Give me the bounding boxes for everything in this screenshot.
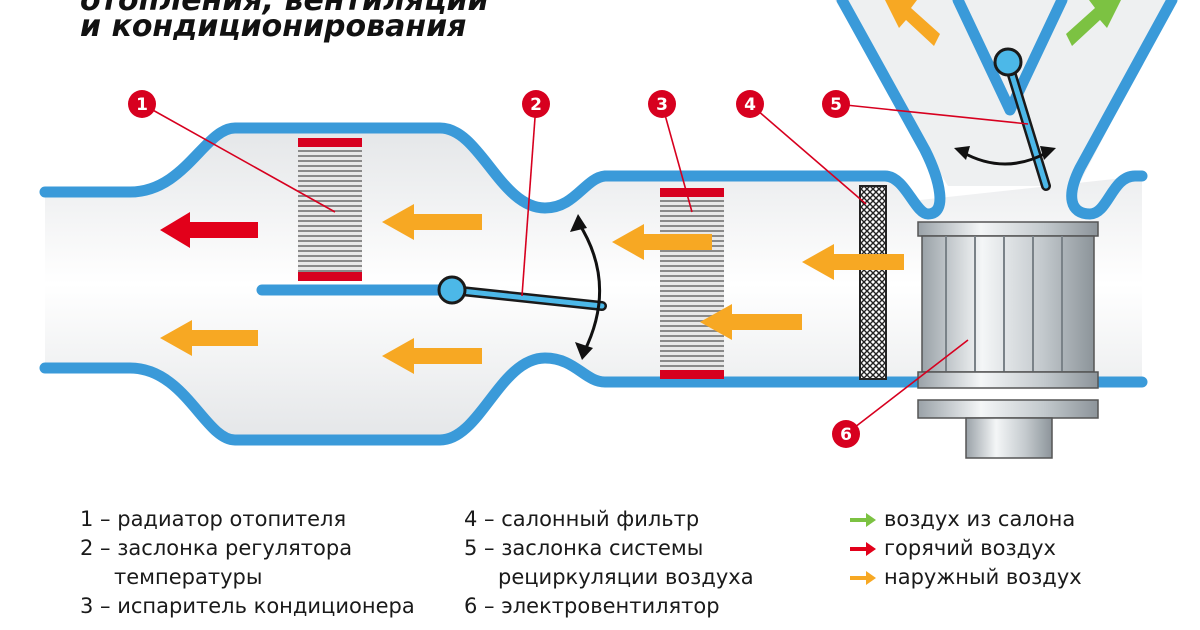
legend-text: температуры: [114, 565, 263, 589]
legend-mid: 4 – салонный фильтр 5 – заслонка системы…: [464, 505, 754, 621]
legend-item-6: 6 – электровентилятор: [464, 592, 754, 621]
diagram-title-line1: отопления, вентиляции: [80, 0, 489, 18]
svg-text:4: 4: [744, 95, 756, 115]
legend-num: 5 –: [464, 536, 495, 560]
marker-3: 3: [648, 90, 676, 118]
legend-text: рециркуляции воздуха: [498, 565, 754, 589]
flap-swing-arrow: [576, 221, 601, 353]
flap-swing-arrowheads: [570, 214, 593, 360]
cabin-filter: [859, 185, 887, 380]
marker-2: 2: [522, 90, 550, 118]
legend-item-2-cont: температуры: [80, 563, 415, 592]
inlet-right-wall: [1066, 0, 1178, 220]
diagram-title-line2: и кондиционирования: [80, 9, 467, 44]
legend-num: 1 –: [80, 507, 111, 531]
marker-4: 4: [736, 90, 764, 118]
outside-air-arrow: [700, 304, 802, 340]
duct-walls: [39, 0, 1178, 446]
hot-air-arrow: [160, 212, 258, 248]
svg-text:3: 3: [656, 95, 668, 115]
duct-bottom-wall: [39, 352, 1148, 446]
legend-text: заслонка системы: [501, 536, 704, 560]
arrow-legend-text: горячий воздух: [884, 536, 1056, 560]
legend-item-5: 5 – заслонка системы: [464, 534, 754, 563]
outside-air-arrow: [612, 224, 712, 260]
legend-num: 2 –: [80, 536, 111, 560]
legend-text: электровентилятор: [501, 594, 720, 618]
legend-num: 6 –: [464, 594, 495, 618]
marker-5: 5: [822, 90, 850, 118]
legend-text: салонный фильтр: [501, 507, 700, 531]
ac-evaporator: [660, 188, 724, 379]
svg-text:2: 2: [530, 95, 542, 115]
legend-num: 4 –: [464, 507, 495, 531]
electric-fan: [917, 221, 1099, 459]
svg-text:5: 5: [830, 95, 842, 115]
recirc-swing-arrow: [961, 150, 1049, 166]
duct-top-wall: [39, 0, 946, 220]
legend-text: испаритель кондиционера: [117, 594, 415, 618]
inlet-inner-wall: [952, 0, 1068, 116]
airflow-arrows: [160, 0, 1121, 374]
legend-num: 3 –: [80, 594, 111, 618]
arrow-legend-cabin: воздух из салона: [848, 505, 1082, 534]
temperature-flap: [437, 275, 607, 311]
red-arrow-icon: [850, 541, 876, 556]
outside-air-arrow: [382, 338, 482, 374]
outside-air-arrow: [382, 204, 482, 240]
arrow-legend: воздух из салона горячий воздух наружный…: [848, 505, 1082, 592]
outside-air-arrow: [802, 244, 904, 280]
svg-text:6: 6: [840, 425, 852, 445]
legend-text: радиатор отопителя: [117, 507, 347, 531]
legend-item-3: 3 – испаритель кондиционера: [80, 592, 415, 621]
arrow-legend-text: воздух из салона: [884, 507, 1076, 531]
legend-item-1: 1 – радиатор отопителя: [80, 505, 415, 534]
legend-left: 1 – радиатор отопителя 2 – заслонка регу…: [80, 505, 415, 621]
arrow-legend-text: наружный воздух: [884, 565, 1082, 589]
svg-text:1: 1: [136, 95, 148, 115]
outside-air-arrow: [160, 320, 258, 356]
outside-air-arrow: [885, 0, 940, 46]
green-arrow-icon: [850, 512, 876, 527]
legend-item-5-cont: рециркуляции воздуха: [464, 563, 754, 592]
legend-item-2: 2 – заслонка регулятора: [80, 534, 415, 563]
legend-item-4: 4 – салонный фильтр: [464, 505, 754, 534]
arrow-legend-hot: горячий воздух: [848, 534, 1082, 563]
marker-1: 1: [128, 90, 156, 118]
cabin-air-arrow: [1066, 0, 1121, 46]
legend-text: заслонка регулятора: [117, 536, 353, 560]
orange-arrow-icon: [850, 570, 876, 585]
recirc-swing-arrowheads: [954, 146, 1056, 160]
marker-6: 6: [832, 420, 860, 448]
leader-lines: [141, 103, 1029, 435]
arrow-legend-outside: наружный воздух: [848, 563, 1082, 592]
